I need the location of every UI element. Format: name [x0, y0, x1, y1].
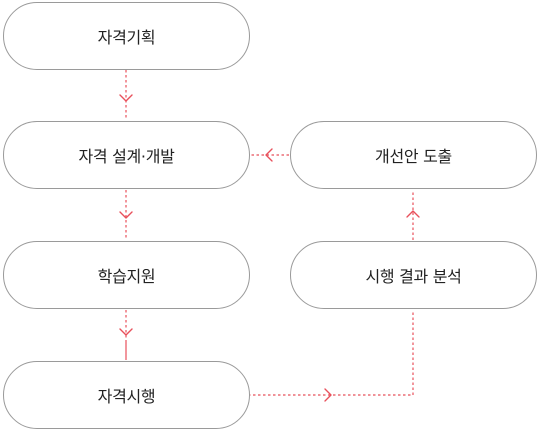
- arrow-down-icon: [119, 211, 133, 219]
- arrow-down-icon: [119, 94, 133, 102]
- node-exam-result-analysis: 시행 결과 분석: [290, 241, 537, 309]
- node-qualification-planning: 자격기획: [3, 2, 250, 70]
- node-qualification-exam: 자격시행: [3, 361, 250, 429]
- arrow-left-icon: [265, 148, 273, 162]
- arrow-right-icon: [324, 388, 332, 402]
- connector-exam-to-analysis: [248, 310, 414, 396]
- arrow-down-icon: [119, 328, 133, 336]
- node-improvement-derivation: 개선안 도출: [290, 121, 537, 189]
- node-learning-support: 학습지원: [3, 241, 250, 309]
- arrow-up-icon: [406, 210, 420, 218]
- node-qualification-design: 자격 설계·개발: [3, 121, 250, 189]
